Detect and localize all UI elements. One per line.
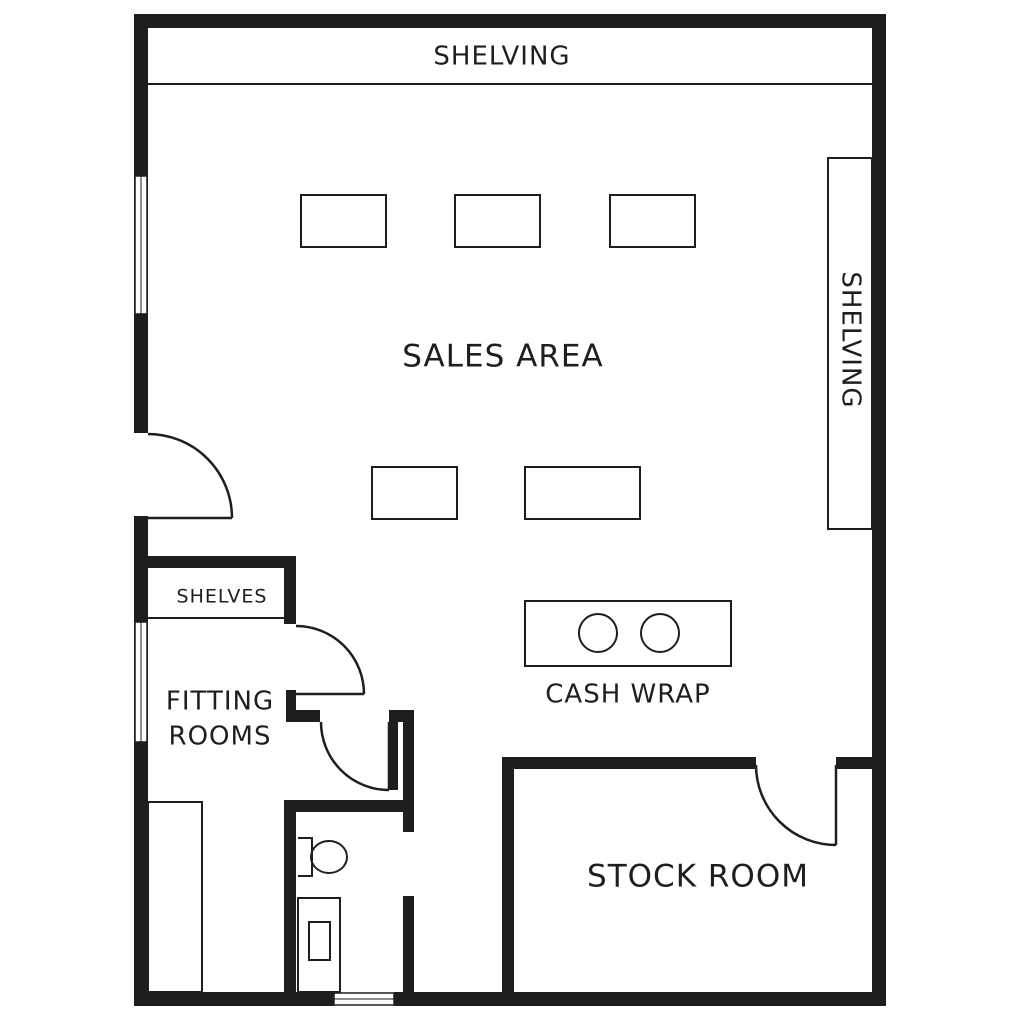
cash-wrap-label: CASH WRAP <box>545 680 710 710</box>
outer-wall-top <box>134 14 886 28</box>
register-icon <box>578 613 618 653</box>
shelving-right-label: SHELVING <box>836 271 866 408</box>
toilet-icon <box>310 840 348 874</box>
shelving-top-label: SHELVING <box>433 42 570 72</box>
outer-wall-bottom-left <box>134 992 334 1006</box>
fitting-rooms-label-line1: FITTING <box>166 687 274 717</box>
display-table <box>609 194 696 248</box>
cash-wrap <box>524 600 732 667</box>
display-tables <box>300 194 696 520</box>
outer-walls <box>134 14 886 1006</box>
fitting-rooms-label-line2: ROOMS <box>169 722 272 752</box>
fitting-room-doors <box>295 624 391 792</box>
restroom <box>297 837 348 993</box>
stock-room-door <box>754 764 838 847</box>
toilet-icon <box>298 837 313 877</box>
register-icon <box>640 613 680 653</box>
stock-room-label: STOCK ROOM <box>587 859 809 895</box>
sink-icon <box>297 897 341 993</box>
display-table <box>454 194 541 248</box>
shelves-label: SHELVES <box>177 586 268 608</box>
fitting-room-walls <box>134 556 414 1006</box>
sales-area-label: SALES AREA <box>402 339 603 375</box>
entrance-door <box>147 432 234 520</box>
display-table <box>300 194 387 248</box>
shelving-right <box>827 157 873 530</box>
display-table <box>524 466 641 520</box>
outer-wall-right <box>872 14 886 1006</box>
closet <box>147 801 203 993</box>
stock-room-walls <box>502 757 876 1006</box>
display-table <box>371 466 458 520</box>
cash-wrap-counter <box>524 600 732 667</box>
windows <box>134 175 395 1006</box>
outer-wall-left-lower <box>134 516 148 1006</box>
sink-icon <box>308 921 331 961</box>
outer-wall-bottom-right <box>394 992 886 1006</box>
